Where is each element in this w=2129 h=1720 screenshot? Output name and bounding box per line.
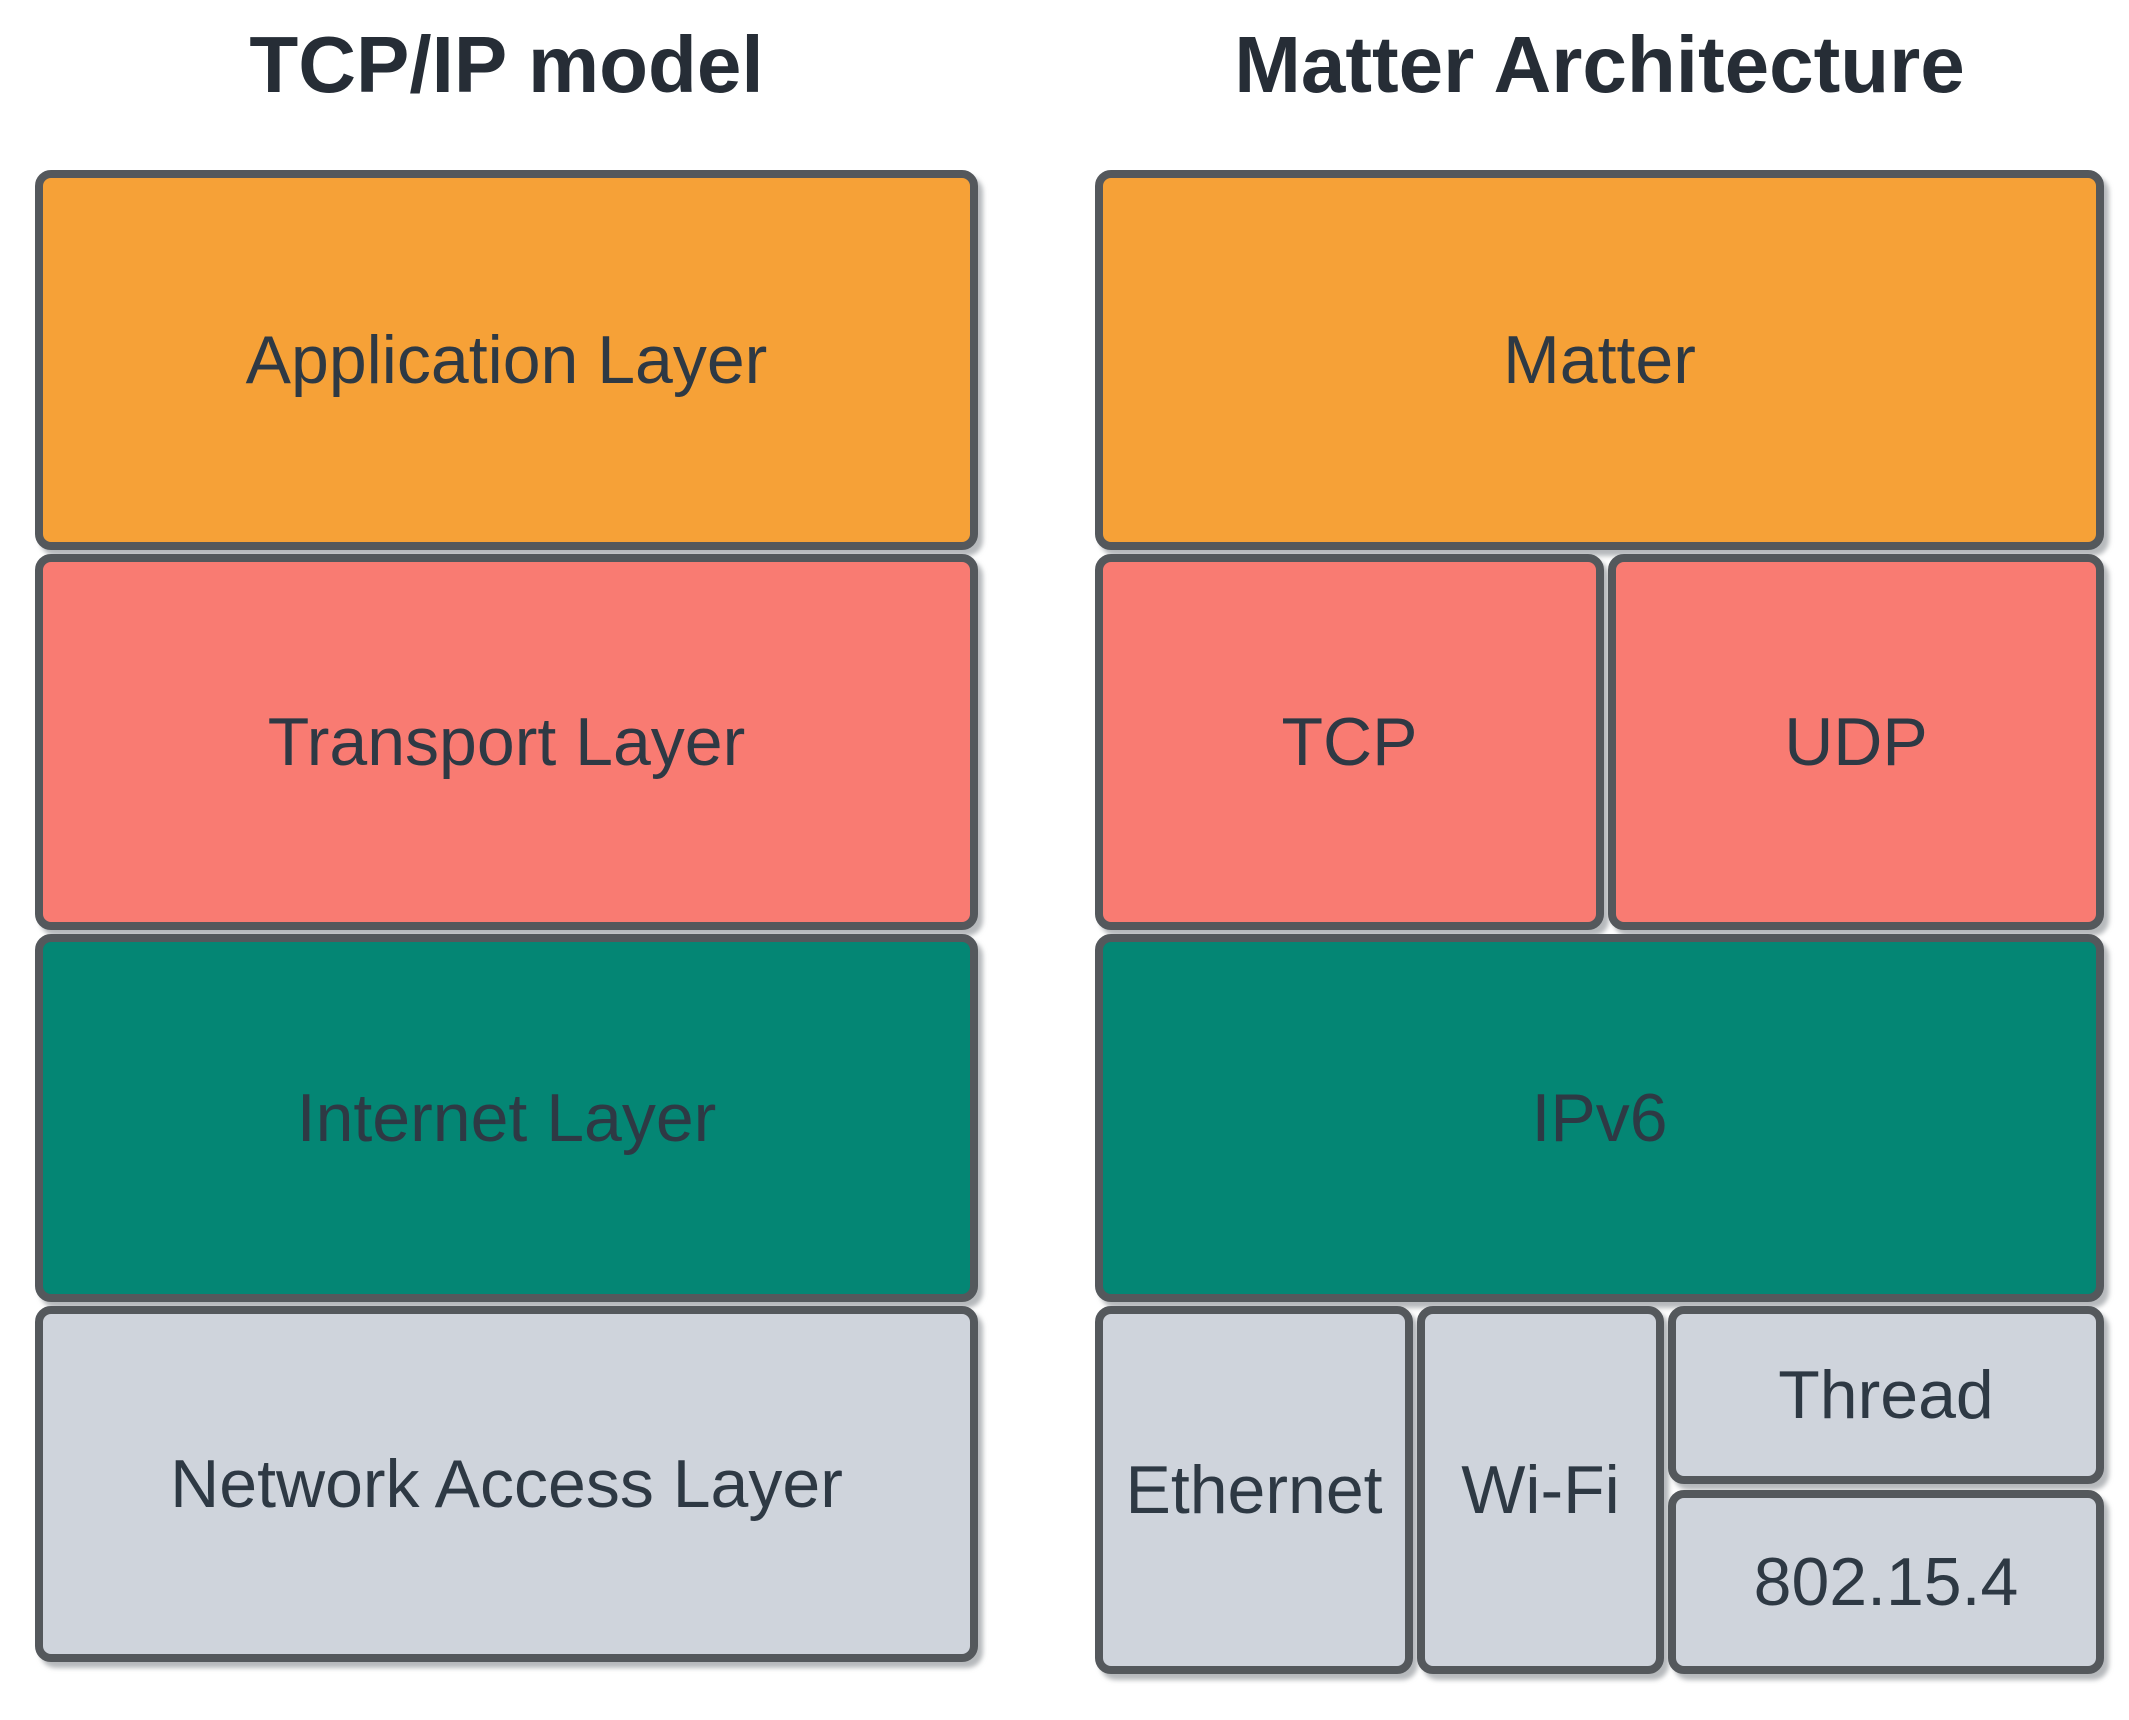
application-layer-box: Application Layer — [35, 170, 978, 550]
802-15-4-box: 802.15.4 — [1668, 1490, 2104, 1674]
matter-box: Matter — [1095, 170, 2104, 550]
ipv6-box: IPv6 — [1095, 934, 2104, 1302]
ethernet-box: Ethernet — [1095, 1306, 1413, 1674]
thread-box: Thread — [1668, 1306, 2104, 1484]
udp-box: UDP — [1608, 554, 2104, 930]
transport-layer-box: Transport Layer — [35, 554, 978, 930]
matter-architecture-title: Matter Architecture — [1234, 20, 1965, 109]
network-access-layer-box: Network Access Layer — [35, 1306, 978, 1662]
internet-layer-box: Internet Layer — [35, 934, 978, 1302]
tcpip-model-title: TCP/IP model — [249, 20, 764, 109]
wifi-box: Wi-Fi — [1417, 1306, 1664, 1674]
tcp-box: TCP — [1095, 554, 1604, 930]
